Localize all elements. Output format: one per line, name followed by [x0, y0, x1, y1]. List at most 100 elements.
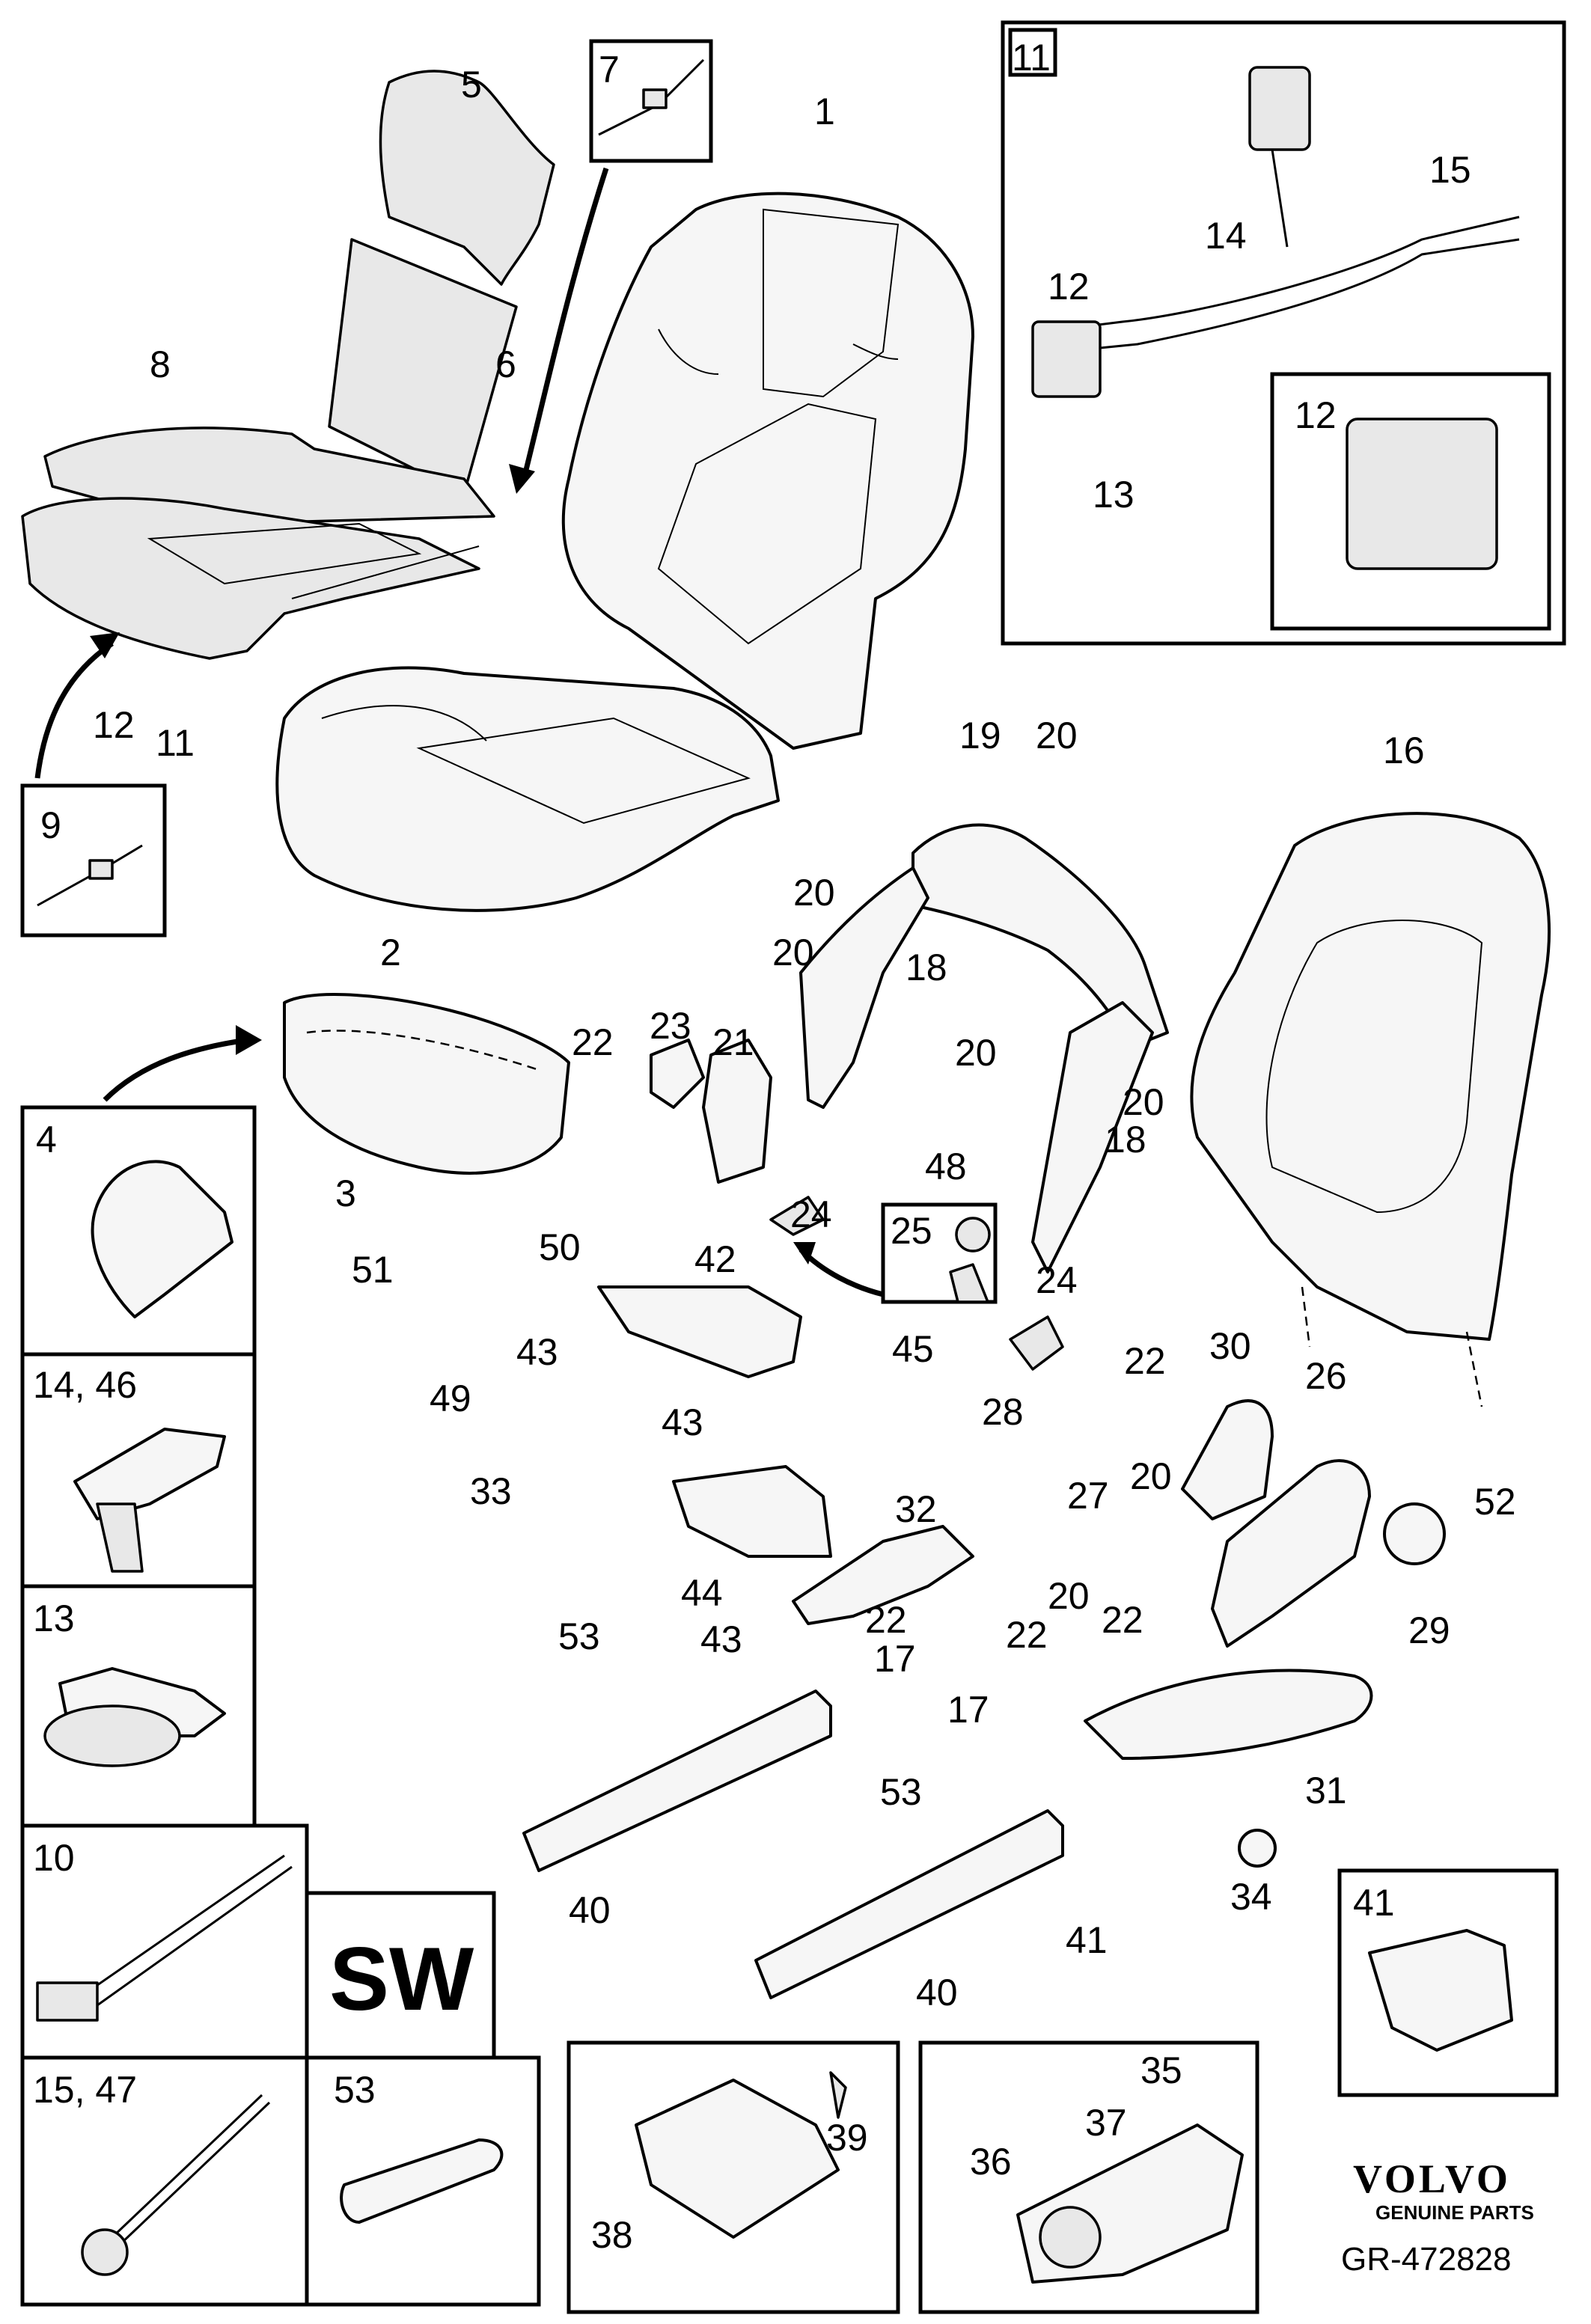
box-label-14-46: 14, 46	[33, 1364, 137, 1406]
label-5: 5	[461, 64, 482, 106]
label-11: 11	[156, 722, 195, 764]
label-53-a: 53	[558, 1615, 600, 1657]
cushion-pad-part	[21, 426, 495, 660]
volvo-logo: VOLVO GENUINE PARTS	[1353, 2156, 1534, 2224]
label-37: 37	[1085, 2102, 1127, 2144]
label-52: 52	[1474, 1481, 1516, 1523]
label-50: 50	[539, 1226, 581, 1268]
box-label-41: 41	[1353, 1882, 1395, 1924]
label-21: 21	[712, 1021, 754, 1063]
label-22-e: 22	[1102, 1599, 1143, 1641]
arrowhead-9	[90, 632, 120, 658]
label-31: 31	[1305, 1770, 1347, 1811]
label-27: 27	[1067, 1475, 1109, 1517]
arrow-9-to-11	[34, 641, 114, 779]
box-38-39	[567, 2040, 900, 2314]
arrowhead-7	[509, 464, 535, 494]
label-3: 3	[335, 1172, 356, 1214]
label-20-f: 20	[1130, 1455, 1172, 1497]
brand-subtitle: GENUINE PARTS	[1375, 2201, 1534, 2224]
box-labels: 7 9 4 14, 46 13 10 15, 47 53 25 11 41	[33, 37, 1395, 2111]
box-label-11: 11	[1012, 37, 1051, 79]
label-44: 44	[681, 1572, 723, 1614]
label-12-box: 12	[1048, 266, 1090, 308]
box-25	[881, 1202, 998, 1304]
backrest-panel-part	[1190, 812, 1551, 1407]
box-14-46	[20, 1352, 257, 1588]
side-trim-part	[1084, 1399, 1446, 1868]
label-43-c: 43	[700, 1618, 742, 1660]
label-45: 45	[892, 1328, 934, 1370]
box-label-4: 4	[36, 1119, 57, 1161]
box-13	[20, 1584, 257, 1828]
label-13-box: 13	[1093, 474, 1135, 516]
label-53-b: 53	[880, 1771, 922, 1813]
label-20-d: 20	[955, 1032, 997, 1074]
box-7	[589, 39, 713, 163]
recliner-mechanism-part	[650, 1039, 1064, 1371]
label-49: 49	[430, 1377, 471, 1419]
label-8: 8	[150, 343, 171, 385]
label-17-b: 17	[947, 1689, 989, 1731]
label-6: 6	[495, 343, 516, 385]
label-18-a: 18	[906, 947, 947, 988]
label-20-b: 20	[793, 872, 835, 914]
seat-frame-part	[522, 1285, 1064, 1999]
label-12-left: 12	[93, 704, 135, 746]
label-2: 2	[380, 932, 401, 973]
box-35-37	[918, 2040, 1259, 2314]
label-40-b: 40	[916, 1972, 958, 2013]
label-29: 29	[1408, 1609, 1450, 1651]
box-11	[1001, 20, 1566, 646]
label-1: 1	[814, 91, 835, 132]
label-51: 51	[352, 1249, 394, 1291]
label-22-a: 22	[572, 1021, 614, 1063]
label-43-b: 43	[662, 1401, 703, 1443]
box-9	[20, 783, 167, 938]
label-41: 41	[1066, 1919, 1108, 1961]
box-4	[20, 1105, 257, 1357]
label-24-a: 24	[790, 1193, 832, 1235]
arrowhead-25	[793, 1242, 816, 1265]
label-32: 32	[895, 1488, 937, 1530]
label-20-a: 20	[1036, 715, 1078, 756]
label-34: 34	[1230, 1876, 1272, 1918]
label-40-a: 40	[569, 1889, 611, 1931]
label-18-b: 18	[1105, 1119, 1146, 1161]
box-label-7: 7	[599, 49, 620, 91]
box-label-10: 10	[33, 1837, 75, 1879]
box-label-9: 9	[40, 804, 61, 846]
label-20-e: 20	[1123, 1081, 1164, 1123]
diagram-reference: GR-472828	[1341, 2241, 1511, 2278]
label-22-b: 22	[1124, 1340, 1166, 1382]
label-30: 30	[1209, 1325, 1251, 1367]
label-22-c: 22	[865, 1599, 907, 1641]
label-14-box: 14	[1205, 215, 1247, 257]
box-41	[1337, 1868, 1559, 2097]
label-22-d: 22	[1006, 1614, 1048, 1656]
label-36: 36	[970, 2141, 1012, 2183]
arrow-4-to-3	[103, 1037, 248, 1102]
brand-name: VOLVO	[1353, 2156, 1511, 2201]
backrest-pad-part	[328, 70, 555, 495]
cushion-cover-part	[275, 666, 780, 912]
label-43-a: 43	[516, 1331, 558, 1373]
label-15-box: 15	[1429, 149, 1471, 191]
box-label-15-47: 15, 47	[33, 2069, 137, 2111]
box-label-53: 53	[334, 2069, 376, 2111]
box-label-13: 13	[33, 1597, 75, 1639]
label-12-inner: 12	[1295, 394, 1337, 436]
label-48: 48	[925, 1146, 967, 1187]
label-26: 26	[1305, 1355, 1347, 1397]
label-38: 38	[591, 2214, 633, 2256]
backrest-frame-part	[799, 823, 1169, 1273]
label-42: 42	[694, 1238, 736, 1280]
label-33: 33	[470, 1470, 512, 1512]
part-labels: 1 2 3 5 6 8 11 12 12 12 13 14 15 16 17 1…	[93, 64, 1516, 2256]
label-20-g: 20	[1048, 1575, 1090, 1617]
arrow-25	[798, 1247, 884, 1297]
label-20-c: 20	[772, 932, 814, 973]
label-23: 23	[650, 1005, 691, 1047]
label-19: 19	[959, 715, 1001, 756]
